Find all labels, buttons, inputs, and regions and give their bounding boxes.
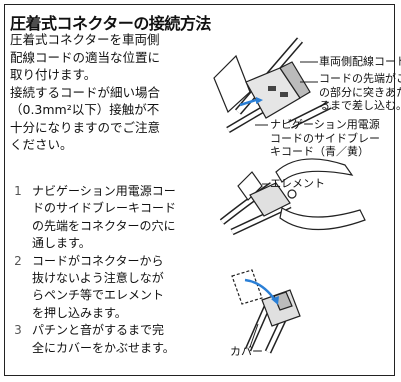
label-line: ナビゲーション用電源: [270, 118, 380, 131]
intro-paragraph-2: 接続するコードが細い場合 （0.3mm²以下）接触が不 十分になりますのでご注意…: [10, 84, 206, 154]
connector-clip-illustration: [213, 37, 332, 134]
step-line: パチンと音がするまで完: [32, 323, 165, 338]
label-element: エレメント: [270, 177, 325, 190]
label-line: コードの先端がこ: [319, 72, 401, 85]
label-nav-cord: ナビゲーション用電源 コードのサイドブレー キコード（青／黄）: [270, 118, 380, 159]
intro-line: 十分になりますのでご注意: [10, 119, 161, 135]
cover-close-illustration: [231, 269, 301, 354]
intro-paragraph-1: 圧着式コネクターを車両側 配線コードの適当な位置に 取り付けます。: [10, 31, 206, 84]
step-line: の先端をコネクターの穴に: [32, 218, 176, 233]
intro-line: 接続するコードが細い場合: [10, 84, 161, 100]
intro-text: 圧着式コネクターを車両側 配線コードの適当な位置に 取り付けます。 接続するコー…: [10, 31, 206, 154]
step-line: らペンチ等でエレメント: [32, 288, 165, 303]
step-number: 1: [14, 184, 22, 198]
step-line: ドのサイドブレーキコード: [32, 201, 177, 216]
label-cover: カバー: [230, 345, 263, 358]
pliers-illustration: [219, 158, 366, 236]
step-line: コードがコネクターから: [32, 253, 164, 268]
intro-line: 取り付けます。: [10, 67, 97, 82]
label-line: キコード（青／黄）: [270, 145, 369, 158]
step-line: を押し込みます。: [32, 305, 127, 320]
intro-line: 配線コードの適当な位置に: [10, 49, 161, 65]
step-line: 全にカバーをかぶせます。: [32, 340, 175, 355]
label-line: るまで差し込む。: [319, 99, 401, 112]
step-number: 3: [14, 323, 22, 338]
step-line: 抜けないよう注意しなが: [32, 271, 164, 286]
step-list: 1 ナビゲーション用電源コー ドのサイドブレーキコード の先端をコネクターの穴に…: [10, 183, 190, 357]
step-item-2: 2 コードがコネクターから 抜けないよう注意しなが らペンチ等でエレメント を押…: [10, 253, 190, 323]
label-cord-tip: コードの先端がこ の部分に突きあた るまで差し込む。: [319, 72, 401, 113]
step-item-3: 3 パチンと音がするまで完 全にカバーをかぶせます。: [10, 322, 190, 357]
document-frame: [4, 4, 395, 376]
step-number: 2: [14, 253, 22, 268]
step-item-1: 1 ナビゲーション用電源コー ドのサイドブレーキコード の先端をコネクターの穴に…: [10, 183, 190, 253]
label-vehicle-cord: 車両側配線コード: [319, 55, 401, 68]
step-line: ナビゲーション用電源コー: [32, 184, 176, 198]
intro-line: （0.3mm²以下）接触が不: [10, 102, 160, 117]
intro-line: 圧着式コネクターを車両側: [10, 32, 160, 47]
label-line: コードのサイドブレー: [270, 131, 380, 145]
page-title: 圧着式コネクターの接続方法: [10, 14, 211, 33]
step-line: 通します。: [32, 236, 91, 251]
intro-line: ください。: [10, 137, 73, 152]
label-line: の部分に突きあた: [319, 85, 401, 99]
